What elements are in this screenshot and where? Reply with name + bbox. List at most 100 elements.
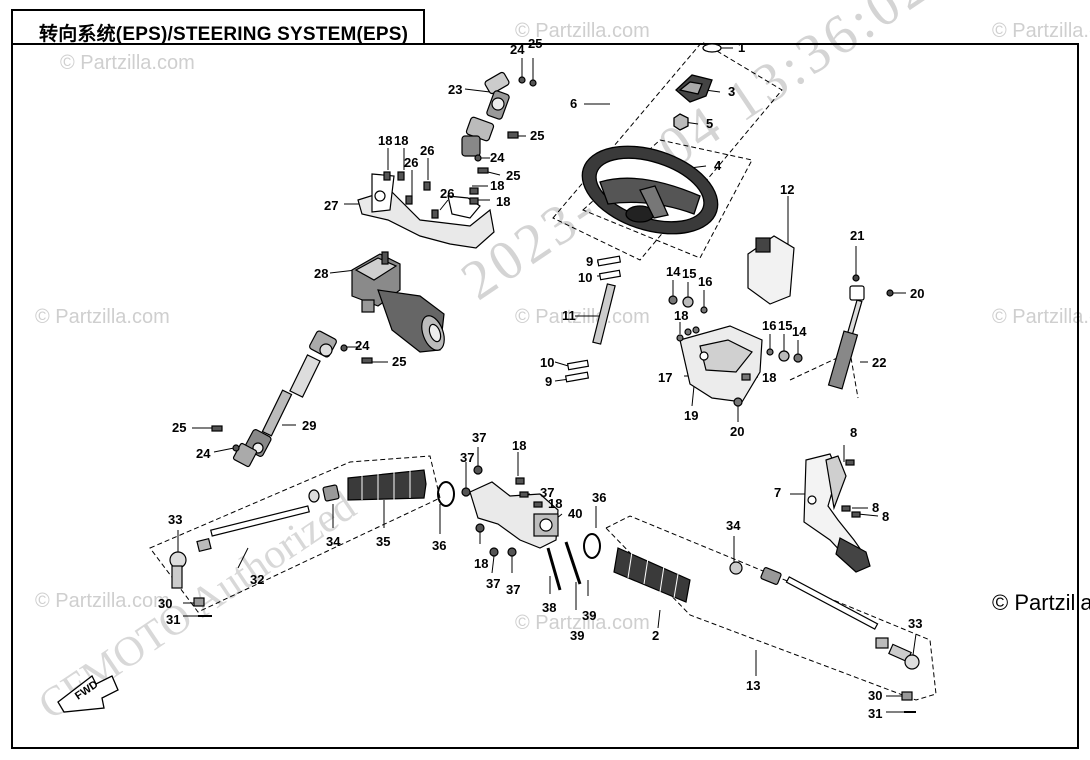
steering-shaft (564, 255, 622, 383)
callout-label: 23 (448, 82, 462, 97)
callout-label: 37 (486, 576, 500, 591)
right-tie-rod-group-outline (605, 515, 937, 701)
horn-emblem (702, 43, 722, 53)
callout-label: 14 (666, 264, 681, 279)
callout-label: 18 (474, 556, 488, 571)
callout-label: 24 (196, 446, 211, 461)
callout-label: 20 (730, 424, 744, 439)
callout-label: 4 (714, 158, 722, 173)
wheel-nut (673, 113, 689, 131)
callout-label: 35 (376, 534, 390, 549)
callout-label: 28 (314, 266, 328, 281)
left-boot-clamp (437, 481, 455, 507)
callout-label: 13 (746, 678, 760, 693)
callout-label: 30 (158, 596, 172, 611)
left-tie-rod-assembly (169, 469, 455, 617)
callout-label: 5 (706, 116, 713, 131)
callout-label: 24 (510, 42, 525, 57)
left-boot (347, 469, 427, 501)
diagram-frame (11, 43, 1079, 749)
horn-switch-part (675, 74, 713, 103)
upper-universal-joint (461, 71, 510, 157)
callout-label: 38 (542, 600, 556, 615)
pedal-assembly (803, 453, 871, 573)
right-boot-clamp (583, 533, 601, 559)
callout-label: 29 (302, 418, 316, 433)
callout-label: 7 (774, 485, 781, 500)
right-boot (613, 547, 691, 603)
callout-label: 25 (506, 168, 520, 183)
callout-label: 25 (530, 128, 544, 143)
callout-label: 22 (872, 355, 886, 370)
callout-label: 24 (355, 338, 370, 353)
callout-label: 33 (168, 512, 182, 527)
steering-rack (461, 465, 582, 591)
callout-label: 18 (548, 496, 562, 511)
right-tie-rod-end (888, 643, 920, 670)
callout-label: 17 (658, 370, 672, 385)
callout-label: 26 (420, 143, 434, 158)
callout-label: 33 (908, 616, 922, 631)
callout-label: 31 (868, 706, 882, 721)
callout-label: 16 (698, 274, 712, 289)
eps-motor-unit (351, 251, 445, 353)
callout-label: 18 (762, 370, 776, 385)
callout-label: 30 (868, 688, 882, 703)
callout-label: 18 (674, 308, 688, 323)
callout-label: 32 (250, 572, 264, 587)
small-bolts-upper (474, 76, 537, 174)
callout-label: 39 (570, 628, 584, 643)
callout-label: 14 (792, 324, 807, 339)
callout-label: 6 (570, 96, 577, 111)
steering-wheel-group-outline (552, 41, 783, 261)
callout-label: 34 (726, 518, 741, 533)
upper-column-assembly (211, 71, 537, 468)
callout-label: 37 (506, 582, 520, 597)
callout-label: 9 (545, 374, 552, 389)
callout-label: 26 (404, 155, 418, 170)
callout-label: 10 (578, 270, 592, 285)
left-inner-joint (322, 484, 340, 502)
callout-label: 2 (652, 628, 659, 643)
upper-bracket (747, 235, 795, 305)
callout-label: 39 (582, 608, 596, 623)
fwd-arrow: FWD (57, 675, 119, 713)
callout-label: 19 (684, 408, 698, 423)
callout-label: 1 (738, 40, 745, 55)
callout-label: 24 (490, 150, 505, 165)
callout-label: 8 (882, 509, 889, 524)
left-tie-rod-end (169, 551, 187, 589)
callout-label: 26 (440, 186, 454, 201)
callout-label: 16 (762, 318, 776, 333)
callout-label: 9 (586, 254, 593, 269)
callout-label: 8 (850, 425, 857, 440)
callout-label: 15 (682, 266, 696, 281)
page-title: 转向系统(EPS)/STEERING SYSTEM(EPS) (39, 24, 409, 45)
callout-label: 21 (850, 228, 864, 243)
column-bracket (357, 171, 495, 249)
right-tie-rod (785, 576, 879, 630)
callout-label: 40 (568, 506, 582, 521)
copyright-text: © Partzilla (992, 590, 1090, 615)
callout-label: 15 (778, 318, 792, 333)
steering-wheel (581, 145, 719, 235)
callout-label: 3 (728, 84, 735, 99)
callout-label: 25 (528, 36, 542, 51)
callout-label: 27 (324, 198, 338, 213)
intermediate-shaft (232, 330, 337, 468)
callout-label: 31 (166, 612, 180, 627)
mounting-bracket-assembly (668, 235, 894, 407)
callout-label: 11 (562, 308, 576, 323)
callout-label: 18 (496, 194, 510, 209)
callout-label: 37 (472, 430, 486, 445)
callout-label: 18 (378, 133, 392, 148)
callout-label: 8 (872, 500, 879, 515)
callout-label: 37 (540, 485, 554, 500)
gas-damper (827, 274, 894, 390)
left-tie-rod (210, 505, 310, 537)
callout-label: 37 (460, 450, 474, 465)
callout-label: 20 (910, 286, 924, 301)
callout-label: 25 (172, 420, 186, 435)
